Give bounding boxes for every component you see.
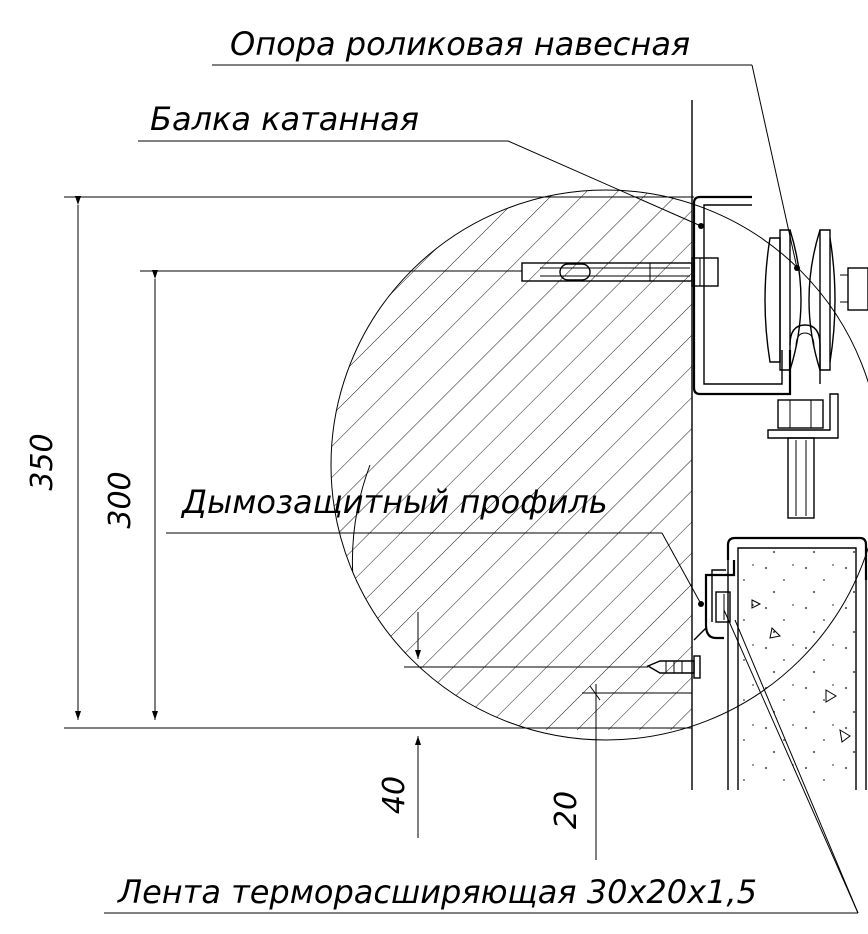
leader-smoke-profile: Дымозащитный профиль <box>166 483 702 605</box>
dim-350-label: 350 <box>25 433 60 490</box>
smoke-profile <box>693 560 736 641</box>
dim-40-label: 40 <box>377 776 412 814</box>
dim-20-label: 20 <box>549 791 584 829</box>
dimension-300: 300 <box>103 270 522 720</box>
label-smoke-profile: Дымозащитный профиль <box>180 483 608 521</box>
label-intumescent-tape: Лента терморасширяющая 30х20х1,5 <box>117 873 757 911</box>
roller-support <box>764 229 868 519</box>
label-roller-support: Опора роликовая навесная <box>230 25 690 63</box>
hanger-bracket <box>692 195 792 396</box>
leader-intumescent-tape: Лента терморасширяющая 30х20х1,5 <box>104 609 859 914</box>
door-leaf <box>726 536 868 790</box>
leader-rolled-beam: Балка катанная <box>138 100 704 229</box>
dim-300-label: 300 <box>103 471 138 528</box>
dimension-350: 350 <box>25 196 694 729</box>
dimension-40: 40 <box>377 612 648 838</box>
fixing-screw <box>646 655 701 679</box>
leader-roller-support: Опора роликовая навесная <box>212 25 798 269</box>
section-circle <box>330 189 868 741</box>
label-rolled-beam: Балка катанная <box>150 100 419 138</box>
dimension-20: 20 <box>549 684 692 860</box>
anchor-bolt <box>521 257 719 287</box>
